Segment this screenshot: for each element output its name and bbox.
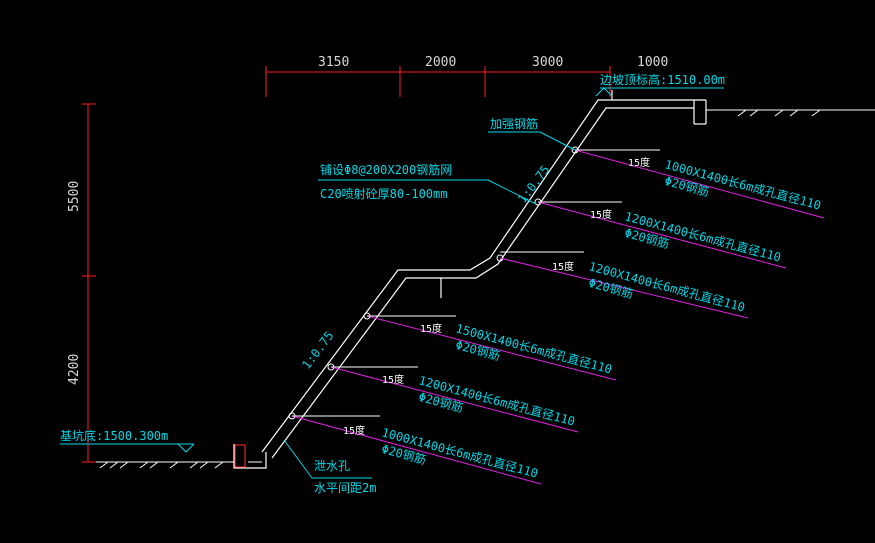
- mesh-note-line2: C20喷射砼厚80-100mm: [320, 186, 447, 201]
- slope-ratio-upper: 1:0.75: [515, 163, 552, 206]
- pit-bottom-label: 基坑底:1500.300m: [60, 428, 168, 443]
- angle-label-1: 15度: [628, 156, 650, 169]
- slope-ratio-lower: 1:0.75: [299, 329, 336, 372]
- reinforcing-bar-label: 加强钢筋: [490, 116, 538, 131]
- drain-ditch-marker: [234, 444, 246, 468]
- anchor-bars: [291, 149, 825, 485]
- angle-reference-lines: [292, 149, 660, 417]
- dim-left-upper: 5500: [67, 181, 82, 212]
- dim-top-2: 2000: [425, 55, 456, 70]
- ground-left: [96, 461, 234, 469]
- angle-label-5: 15度: [382, 373, 404, 386]
- slope-outline: [233, 90, 707, 469]
- dim-top-1: 3150: [318, 55, 349, 70]
- anchor-annotation-6: 1000X1400长6m成孔直径110 Φ20钢筋: [380, 425, 540, 480]
- angle-label-6: 15度: [343, 424, 365, 437]
- drain-spacing-label: 水平间距2m: [314, 481, 376, 495]
- angle-label-2: 15度: [590, 208, 612, 221]
- angle-label-3: 15度: [552, 260, 574, 273]
- mesh-note-line1: 铺设Φ8@200X200钢筋网: [320, 162, 452, 177]
- anchor-annotation-4: 1500X1400长6m成孔直径110 Φ20钢筋: [454, 321, 614, 376]
- anchor-annotation-2: 1200X1400长6m成孔直径110 Φ20钢筋: [623, 209, 783, 264]
- dim-top-4: 1000: [637, 55, 668, 70]
- anchor-annotation-5: 1200X1400长6m成孔直径110 Φ20钢筋: [417, 373, 577, 428]
- anchor-annotation-3: 1200X1400长6m成孔直径110 Φ20钢筋: [587, 259, 747, 314]
- dim-left-lower: 4200: [67, 354, 82, 385]
- callout-leaders: [60, 87, 724, 479]
- dim-top-3: 3000: [532, 55, 563, 70]
- top-elevation-label: 边坡顶标高:1510.00m: [600, 72, 725, 87]
- top-dimension-line: [265, 66, 611, 97]
- angle-label-4: 15度: [420, 322, 442, 335]
- ground-right: [706, 109, 875, 117]
- anchor-annotation-1: 1000X1400长6m成孔直径110 Φ20钢筋: [663, 157, 823, 212]
- drain-hole-label: 泄水孔: [314, 459, 350, 473]
- left-dimension-line: [82, 103, 96, 463]
